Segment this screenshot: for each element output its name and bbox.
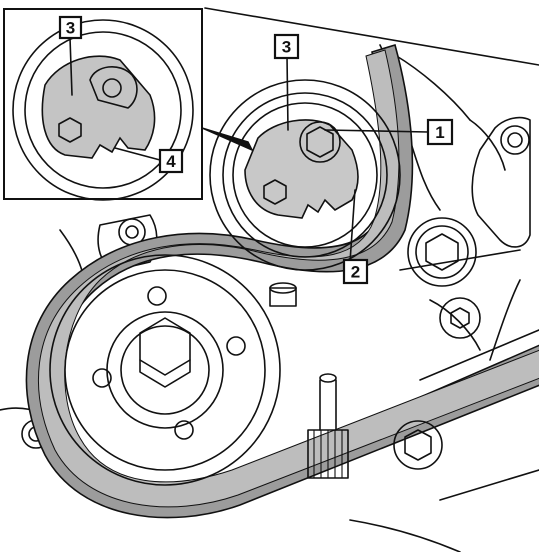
leader-lines <box>69 37 429 263</box>
svg-text:1: 1 <box>435 123 444 142</box>
sprocket-hole <box>92 368 112 388</box>
alignment-post <box>307 373 349 479</box>
svg-text:2: 2 <box>351 263 360 282</box>
crankshaft-sprocket <box>49 254 281 486</box>
sprocket-hole <box>147 286 167 306</box>
callout-inset-3: 3 <box>58 15 83 40</box>
svg-text:4: 4 <box>166 152 176 171</box>
callout-main-3: 3 <box>273 33 300 60</box>
svg-text:3: 3 <box>282 38 291 57</box>
tensioner-plate-hex <box>263 179 287 205</box>
inset-tensioner-plate <box>41 55 156 159</box>
tensioner-pulley <box>209 79 401 271</box>
inset-pointer-arrow <box>201 127 254 152</box>
sprocket-hole <box>174 420 194 440</box>
upper-mounting-boss <box>471 116 531 248</box>
belt-guide-fitting <box>269 282 297 307</box>
tensioner-center-bolt <box>299 121 341 163</box>
engine-hex-bolt-right <box>407 217 477 287</box>
crankshaft-bolt <box>139 317 191 388</box>
callout-main-1: 1 <box>426 118 454 146</box>
small-hex-bolt <box>439 297 481 339</box>
callout-inset-4: 4 <box>158 148 184 174</box>
svg-text:3: 3 <box>66 19 75 38</box>
detail-inset <box>3 8 203 201</box>
sprocket-hole <box>226 336 246 356</box>
lower-hex-bolt <box>393 420 443 470</box>
callout-main-2: 2 <box>342 258 369 285</box>
